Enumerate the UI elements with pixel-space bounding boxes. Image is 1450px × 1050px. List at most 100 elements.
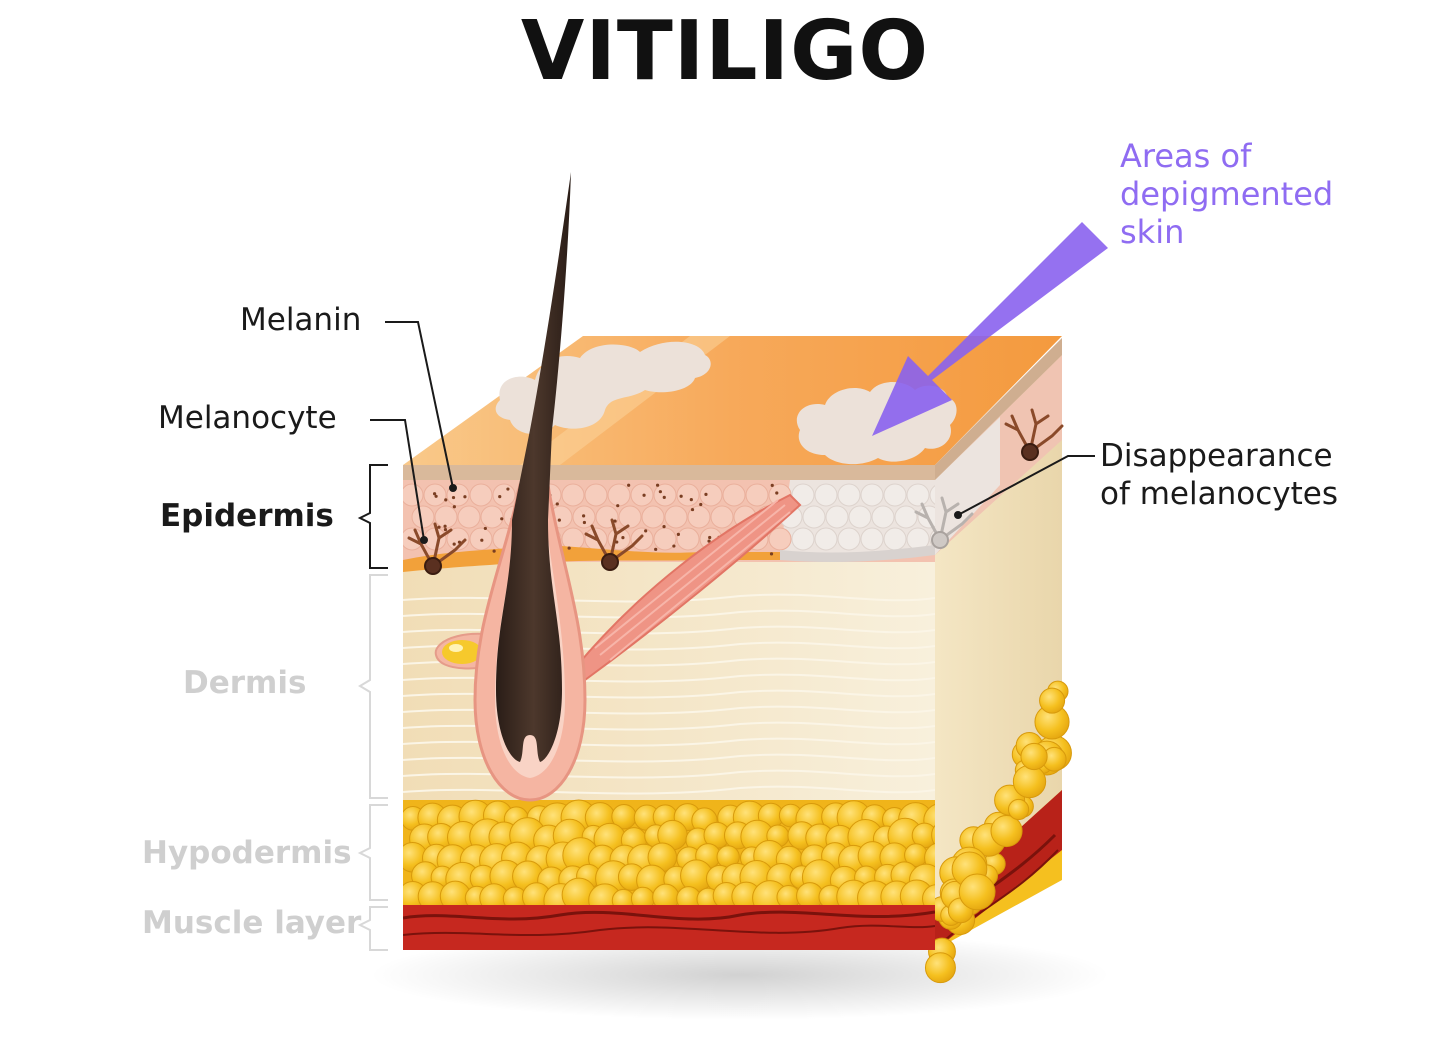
epidermis-cell — [860, 483, 884, 507]
melanin-granule — [613, 519, 617, 523]
epidermis-cell — [457, 505, 481, 529]
label-depigmented-line-2: depigmented — [1120, 175, 1334, 213]
diagram-title: VITILIGO — [520, 4, 930, 99]
melanin-granule — [642, 493, 646, 497]
fat-cell — [958, 873, 996, 911]
melanocyte — [584, 518, 644, 571]
melanin-granule — [452, 542, 456, 546]
fat-cell — [1039, 687, 1066, 714]
floor-shadow — [370, 930, 1110, 1020]
melanin-granule — [582, 514, 586, 518]
fat-cell — [931, 824, 935, 846]
epidermis-cell — [710, 505, 734, 529]
fat-cell — [990, 814, 1023, 848]
epidermis-cell — [791, 483, 815, 507]
epidermis-cell — [676, 483, 700, 507]
epidermis-cell — [871, 505, 895, 529]
epidermis-cell — [699, 483, 723, 507]
melanin-granule — [769, 552, 774, 556]
melanin-granule — [690, 507, 695, 512]
label-depigmented-line-1: Areas of — [1120, 137, 1252, 175]
melanin-granule — [662, 495, 666, 499]
epidermis-cell — [469, 483, 493, 507]
melanin-granule — [480, 538, 484, 542]
epidermis-cell — [480, 505, 504, 529]
melanin-granule — [443, 524, 447, 528]
label-depigmented-skin: Areas of depigmented skin — [1120, 137, 1333, 251]
epidermis-cell — [894, 505, 918, 529]
melanocytes — [407, 408, 1064, 575]
epidermis-cell — [929, 485, 935, 505]
melanin-granule — [492, 549, 496, 553]
melanin-granule — [557, 518, 561, 522]
melanin-granule — [621, 536, 625, 540]
melanin-granule — [616, 504, 620, 508]
epidermis-cell — [403, 483, 424, 507]
label-melanin: Melanin — [240, 302, 362, 338]
epidermis-cell — [814, 483, 838, 507]
epidermis-cell — [630, 483, 654, 507]
melanin-granule — [658, 490, 662, 494]
epidermis-cell — [883, 527, 907, 551]
melanin-granule — [662, 525, 666, 529]
melanin-granule — [775, 491, 779, 495]
melanin-granule — [451, 495, 456, 500]
melanin-granule — [689, 498, 693, 502]
melanin-granule — [500, 517, 504, 521]
epidermis-cell — [676, 527, 700, 551]
melanocyte-dendrite — [584, 518, 644, 564]
arrector-pili-muscle — [573, 493, 802, 682]
melanin-granule — [708, 535, 712, 540]
melanocyte-dendrite — [914, 496, 974, 542]
label-hypodermis: Hypodermis — [142, 835, 352, 871]
melanocyte-body — [601, 553, 619, 571]
depigmented-melanocyte — [914, 496, 974, 549]
epidermis-cell — [641, 505, 665, 529]
fat-cell — [924, 952, 956, 984]
melanocyte-body — [1021, 443, 1039, 461]
label-muscle-layer: Muscle layer — [142, 905, 362, 941]
epidermis-cell — [687, 505, 711, 529]
melanin-granule — [452, 505, 456, 509]
melanin-granule — [582, 520, 587, 525]
epidermis-cell — [434, 505, 458, 529]
melanin-granule — [434, 494, 438, 498]
melanocyte — [407, 522, 467, 575]
label-disappearance-line-1: Disappearance — [1100, 438, 1333, 474]
melanin-granule — [615, 540, 619, 544]
epidermis-cells — [403, 483, 935, 551]
epidermis-cell — [618, 505, 642, 529]
label-epidermis: Epidermis — [160, 498, 334, 534]
melanocyte-dendrite — [1004, 408, 1064, 454]
melanin-granule — [498, 495, 502, 499]
epidermis-cell — [802, 505, 826, 529]
label-melanocyte: Melanocyte — [158, 400, 337, 436]
fat-cell — [1007, 798, 1030, 821]
melanin-granule — [483, 526, 487, 531]
dermis-fiber — [403, 769, 935, 779]
melanin-granule — [676, 532, 680, 536]
melanin-granule — [699, 502, 703, 507]
epidermis-cell — [446, 527, 470, 551]
melanocyte-body — [931, 531, 949, 549]
melanin-granule — [437, 525, 441, 529]
epidermis-cell — [607, 483, 631, 507]
melanin-granule — [443, 527, 448, 532]
melanin-granule — [770, 483, 774, 487]
epidermis-cell — [492, 483, 516, 507]
melanin-granule — [644, 529, 648, 533]
epidermis-cell — [722, 483, 746, 507]
epidermis-cell — [411, 505, 435, 529]
layer-brackets — [357, 464, 388, 951]
melanin-granule — [679, 494, 683, 498]
melanin-granule — [506, 487, 510, 491]
epidermis-cell — [883, 483, 907, 507]
melanin-granule — [627, 483, 631, 487]
melanin-granule — [707, 539, 711, 543]
side-fat-cells — [924, 680, 1072, 984]
epidermis-cell — [848, 505, 872, 529]
melanocyte-dendrite — [407, 522, 467, 568]
epidermis-cell — [630, 527, 654, 551]
